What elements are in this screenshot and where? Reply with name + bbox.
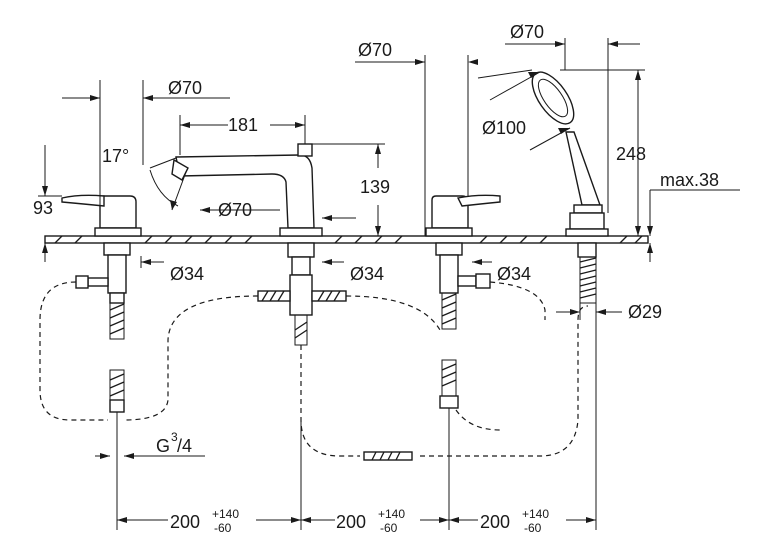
spacing-3-base: 200 (480, 512, 510, 532)
dim-max38: max.38 (660, 170, 719, 190)
dim-248: 248 (616, 144, 646, 164)
dim-d29: Ø29 (628, 302, 662, 322)
spacing-1-lower: -60 (214, 521, 232, 535)
spacing-3-upper: +140 (522, 507, 549, 521)
thread-g: G (156, 436, 170, 456)
dimension-lines (38, 38, 740, 530)
dim-d34-left: Ø34 (170, 264, 204, 284)
dim-d70-spout-top: Ø70 (168, 78, 202, 98)
dim-d34-mid: Ø34 (350, 264, 384, 284)
dim-139: 139 (360, 177, 390, 197)
dim-spacing-3: 200 +140 -60 (480, 507, 549, 535)
dim-181: 181 (228, 115, 258, 135)
dim-d70-spout-base: Ø70 (218, 200, 252, 220)
thread-numerator: 3 (171, 430, 178, 444)
spacing-2-lower: -60 (380, 521, 398, 535)
right-valve (425, 194, 501, 409)
spacing-2-base: 200 (336, 512, 366, 532)
left-valve (61, 194, 142, 470)
spacing-1-base: 200 (170, 512, 200, 532)
spacing-2-upper: +140 (378, 507, 405, 521)
center-spout (171, 143, 347, 346)
spacing-3-lower: -60 (524, 521, 542, 535)
deck-plate (44, 235, 649, 244)
dim-93: 93 (33, 198, 53, 218)
hoses (39, 281, 589, 461)
dim-d34-right: Ø34 (497, 264, 531, 284)
dim-spacing-1: 200 +140 -60 (170, 507, 239, 535)
dim-d100: Ø100 (482, 118, 526, 138)
spacing-1-upper: +140 (212, 507, 239, 521)
thread-denominator: /4 (177, 436, 192, 456)
dim-thread-g34: G 3 /4 (156, 430, 192, 456)
dim-d70-shower-top: Ø70 (510, 22, 544, 42)
dim-spacing-2: 200 +140 -60 (336, 507, 405, 535)
dim-angle-17: 17° (102, 146, 129, 166)
dim-d70-valve: Ø70 (358, 40, 392, 60)
hand-shower (531, 71, 609, 304)
